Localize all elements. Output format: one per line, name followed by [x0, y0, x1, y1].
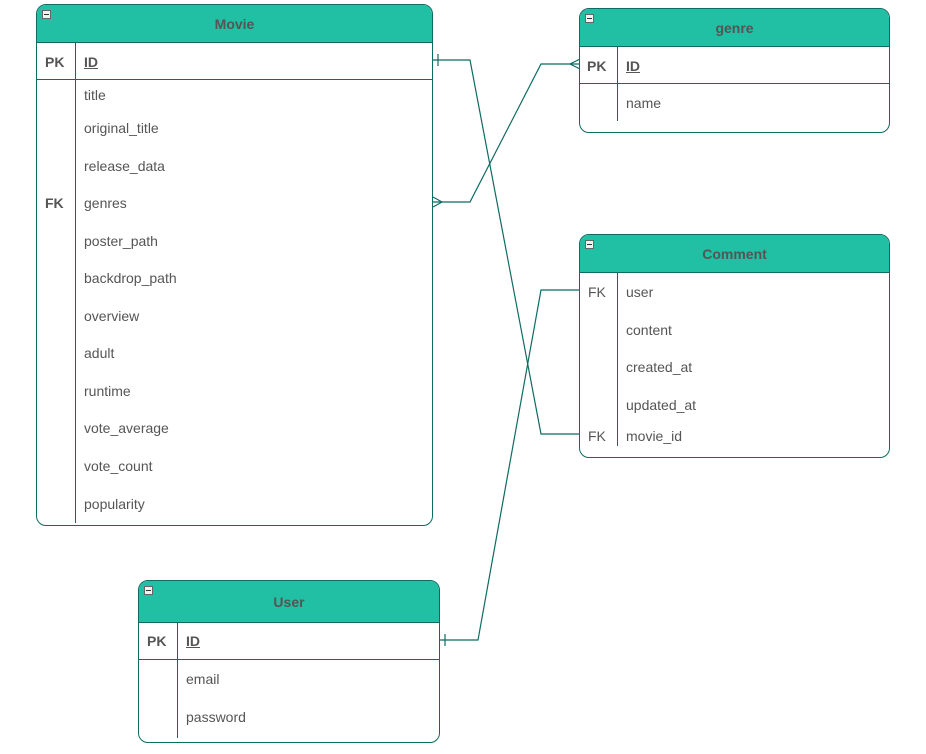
comment-field: content	[626, 322, 672, 338]
movie-pk-divider	[37, 79, 432, 80]
movie-entity[interactable]: Movie PK ID title original_title release…	[36, 4, 433, 526]
movie-field: poster_path	[84, 233, 158, 249]
genre-entity[interactable]: genre PK ID name	[579, 8, 890, 133]
comment-fk-user-label: FK	[588, 284, 606, 300]
movie-id-field: ID	[84, 54, 98, 70]
movie-title: Movie	[214, 16, 255, 32]
movie-comment-relation	[433, 59, 580, 435]
movie-field: popularity	[84, 496, 145, 512]
comment-user-field: user	[626, 284, 654, 300]
movie-genre-relation	[433, 63, 580, 203]
movie-field: runtime	[84, 383, 131, 399]
user-title: User	[273, 594, 305, 610]
collapse-icon[interactable]	[144, 586, 153, 595]
user-header[interactable]: User	[139, 581, 439, 623]
genre-field: name	[626, 95, 662, 111]
genre-key-column-divider	[617, 47, 618, 121]
movie-many-marker	[432, 196, 444, 208]
movie-field: adult	[84, 345, 115, 361]
comment-key-column-divider	[617, 273, 618, 446]
movie-field: genres	[84, 195, 127, 211]
movie-pk-label: PK	[45, 54, 65, 70]
comment-movie-id-field: movie_id	[626, 428, 683, 444]
movie-field: vote_average	[84, 420, 169, 436]
user-pk-divider	[139, 659, 439, 660]
movie-field: vote_count	[84, 458, 153, 474]
movie-fk-label: FK	[45, 195, 64, 211]
genre-id-field: ID	[626, 58, 640, 74]
user-pk-label: PK	[147, 633, 167, 649]
movie-field: release_data	[84, 158, 165, 174]
user-key-column-divider	[177, 623, 178, 738]
genre-title: genre	[715, 20, 754, 36]
comment-header[interactable]: Comment	[580, 235, 889, 273]
comment-title: Comment	[702, 246, 767, 262]
user-id-field: ID	[186, 633, 200, 649]
user-field: email	[186, 671, 220, 687]
user-entity[interactable]: User PK ID email password	[138, 580, 440, 743]
collapse-icon[interactable]	[585, 240, 594, 249]
comment-field: updated_at	[626, 397, 697, 413]
genre-many-marker	[568, 58, 581, 70]
comment-field: created_at	[626, 359, 693, 375]
user-comment-relation	[440, 289, 580, 641]
movie-header[interactable]: Movie	[37, 5, 432, 43]
comment-fk-movie-label: FK	[588, 428, 606, 444]
movie-field: backdrop_path	[84, 270, 177, 286]
movie-field: title	[84, 87, 106, 103]
movie-field: original_title	[84, 120, 159, 136]
movie-key-column-divider	[75, 43, 76, 523]
genre-header[interactable]: genre	[580, 9, 889, 47]
movie-field: overview	[84, 308, 140, 324]
collapse-icon[interactable]	[585, 14, 594, 23]
genre-pk-label: PK	[587, 58, 607, 74]
genre-pk-divider	[580, 83, 889, 84]
collapse-icon[interactable]	[42, 10, 51, 19]
comment-entity[interactable]: Comment FK user content created_at updat…	[579, 234, 890, 458]
user-field: password	[186, 709, 246, 725]
